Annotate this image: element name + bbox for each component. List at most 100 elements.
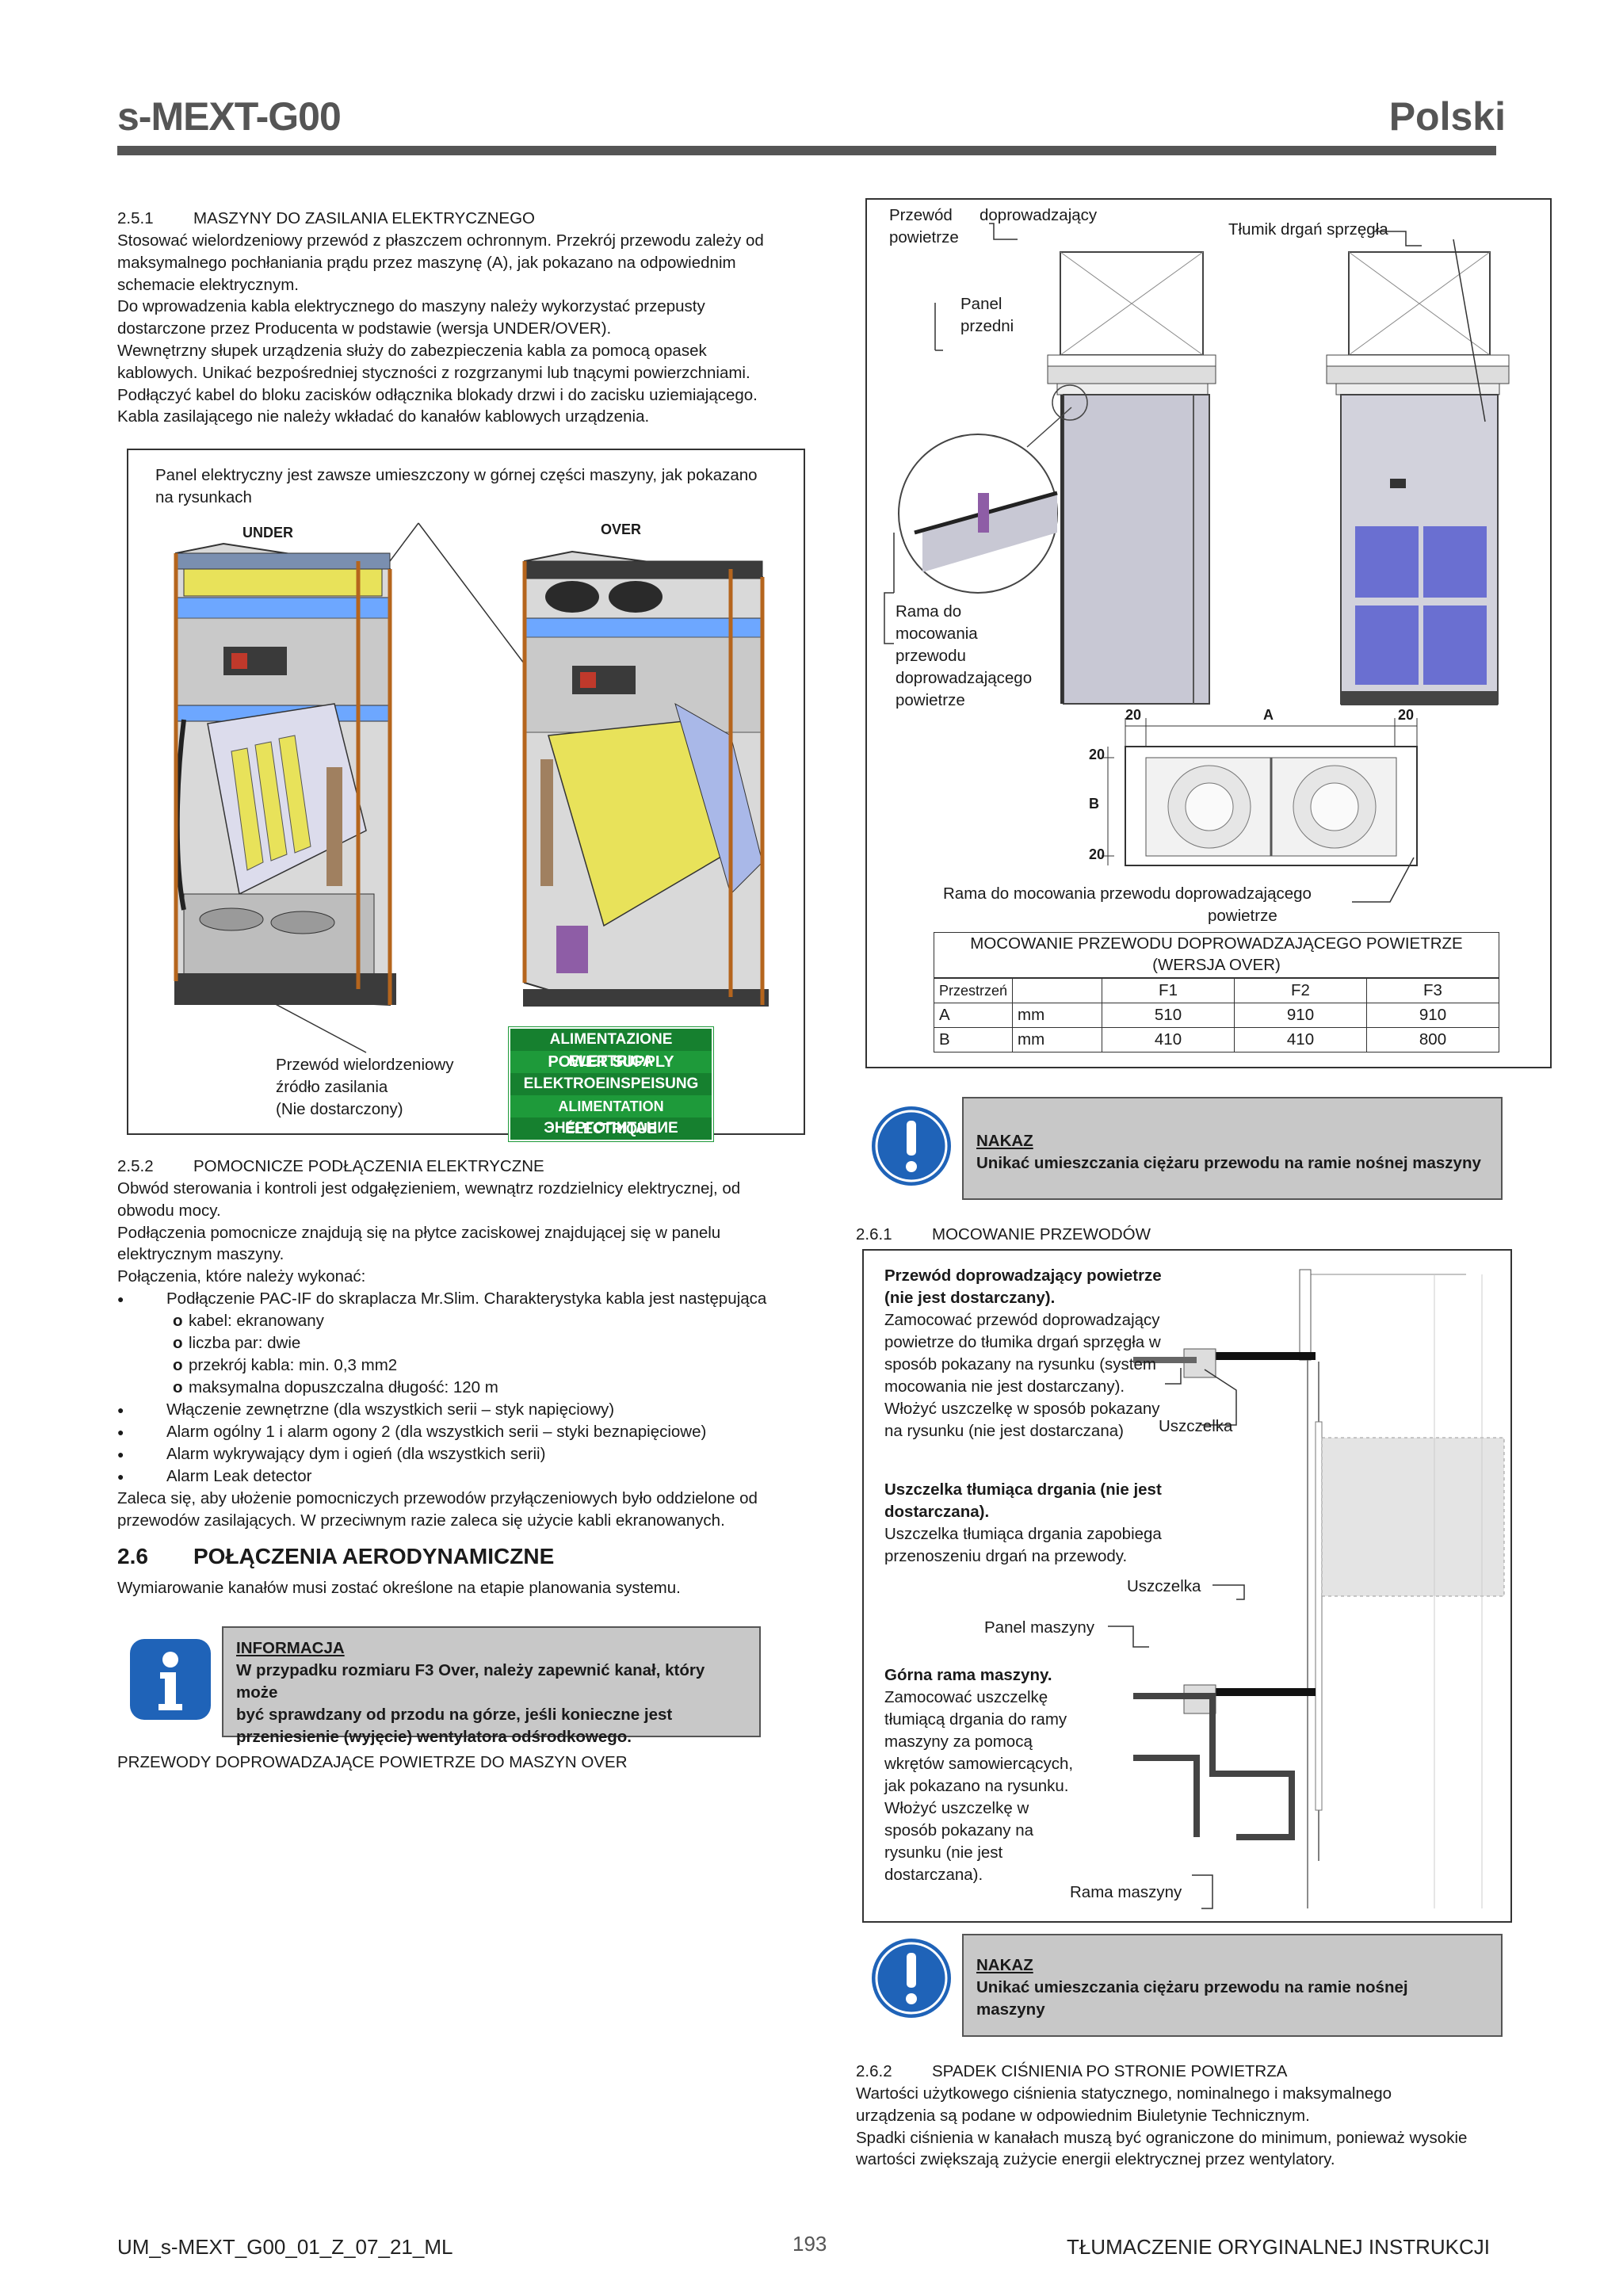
list-item: Alarm wykrywający dym i ogień (dla wszys…	[117, 1443, 799, 1465]
paragraph-line: przewodów zasilających. W przeciwnym raz…	[117, 1511, 725, 1530]
table-cell: F1	[1102, 978, 1235, 1003]
machine-panel-label: Panel maszyny	[984, 1618, 1095, 1637]
footer-translation-note: TŁUMACZENIE ORYGINALNEJ INSTRUKCJI	[1066, 2235, 1490, 2259]
block-text: Zamocować uszczelkę	[884, 1688, 1048, 1706]
table-cell: 910	[1366, 1003, 1499, 1028]
gasket-text-block: Uszczelka tłumiąca drgania (nie jest dos…	[884, 1479, 1217, 1568]
paragraph-line: Kabla zasilającego nie należy wkładać do…	[117, 407, 650, 426]
over-machine	[522, 550, 769, 1007]
supply-label: ALIMENTATION ÉLECTRIQUE	[558, 1098, 664, 1137]
table-cell	[1012, 978, 1103, 1003]
document-title: s-MEXT-G00	[117, 94, 342, 139]
table-cell: mm	[1012, 1003, 1103, 1028]
duct-label: powietrze	[889, 228, 959, 246]
dim-label: A	[1263, 707, 1274, 723]
block-text: Włożyć uszczelkę w sposób pokazany	[884, 1400, 1160, 1418]
paragraph-line: Podłączyć kabel do bloku zacisków odłącz…	[117, 385, 758, 404]
frame-label: Rama do	[896, 602, 962, 621]
table-cell: F2	[1234, 978, 1367, 1003]
language-label: Polski	[1388, 94, 1506, 139]
header-rule	[117, 146, 1496, 155]
frame-text-block: Górna rama maszyny. Zamocować uszczelkę …	[884, 1664, 1106, 1886]
table-row: B mm 410 410 800	[933, 1027, 1499, 1052]
paragraph-line: Połączenia, które należy wykonać:	[117, 1267, 366, 1286]
block-text: na rysunku (nie jest dostarczana)	[884, 1422, 1124, 1440]
paragraph-line: Spadki ciśnienia w kanałach muszą być og…	[856, 2128, 1468, 2147]
frame-caption: Rama do mocowania przewodu doprowadzając…	[943, 884, 1312, 903]
block-text: mocowania nie jest dostarczany).	[884, 1377, 1125, 1396]
supply-label: POWER SUPPLY	[548, 1053, 674, 1071]
paragraph-line: Zaleca się, aby ułożenie pomocniczych pr…	[117, 1488, 758, 1507]
table-cell: B	[933, 1027, 1014, 1052]
frame-caption: powietrze	[1208, 907, 1277, 925]
table-cell: mm	[1012, 1027, 1103, 1052]
figure-caption: Panel elektryczny jest zawsze umieszczon…	[155, 466, 758, 484]
notice-text: maszyny	[976, 2000, 1045, 2019]
dim-label: 20	[1089, 846, 1106, 862]
paragraph-line: wartości zwiększają zużycie energii elek…	[856, 2150, 1335, 2169]
paragraph-line: elektrycznym maszyny.	[117, 1245, 285, 1264]
list-item: Podłączenie PAC-IF do skraplacza Mr.Slim…	[117, 1288, 799, 1310]
panel-label: przedni	[960, 317, 1014, 335]
machine-frame-label: Rama maszyny	[1070, 1883, 1182, 1901]
nakaz-notice: NAKAZ Unikać umieszczania ciężaru przewo…	[962, 1934, 1503, 2037]
gasket-label: Uszczelka	[1127, 1577, 1201, 1595]
block-title: Uszczelka tłumiąca drgania (nie jest	[884, 1480, 1162, 1499]
air-duct-figure: Przewód doprowadzający powietrze Tłumik …	[865, 198, 1552, 1068]
supply-label: ЭНЕРГОПИТАНИЕ	[510, 1117, 712, 1140]
table-row: Przestrzeń F1 F2 F3	[933, 978, 1499, 1003]
block-text: Zamocować przewód doprowadzający	[884, 1311, 1160, 1329]
dim-label: 20	[1125, 707, 1142, 723]
paragraph-line: Do wprowadzenia kabla elektrycznego do m…	[117, 297, 705, 316]
table-cell: A	[933, 1003, 1014, 1028]
supply-label: ELEKTROEINSPEISUNG	[510, 1073, 712, 1095]
paragraph-line: Stosować wielordzeniowy przewód z płaszc…	[117, 231, 764, 250]
figure-caption: na rysunkach	[155, 488, 252, 506]
mandatory-icon	[869, 1935, 954, 2021]
duct-fixing-figure: Przewód doprowadzający powietrze (nie je…	[862, 1249, 1512, 1923]
frame-label: powietrze	[896, 691, 965, 709]
frame-label: przewodu	[896, 647, 966, 665]
info-notice: INFORMACJA W przypadku rozmiaru F3 Over,…	[222, 1626, 761, 1746]
supply-label: ALIMENTAZIONE ELETTRICA	[510, 1029, 712, 1070]
dim-label: 20	[1089, 747, 1106, 762]
info-icon	[127, 1636, 214, 1723]
gasket-label: Uszczelka	[1159, 1417, 1233, 1435]
paragraph-line: obwodu mocy.	[117, 1201, 221, 1220]
duct-illustration	[884, 223, 1510, 903]
cable-label: (Nie dostarczony)	[276, 1100, 403, 1118]
table-cell: 410	[1102, 1027, 1235, 1052]
panel-label: Panel	[960, 295, 1002, 313]
table-cell: 910	[1234, 1003, 1367, 1028]
notice-title: NAKAZ	[976, 1956, 1033, 1974]
machines-illustration	[174, 522, 769, 1053]
block-text: rysunku (nie jest	[884, 1843, 1003, 1862]
cable-label: Przewód wielordzeniowy	[276, 1056, 454, 1074]
block-text: przenoszeniu drgań na przewody.	[884, 1547, 1128, 1565]
frame-label: doprowadzającego	[896, 669, 1033, 687]
table-cell: Przestrzeń	[933, 978, 1014, 1003]
damper-label: Tłumik drgań sprzęgła	[1228, 220, 1388, 239]
block-text: Uszczelka tłumiąca drgania zapobiega	[884, 1525, 1162, 1543]
nakaz-notice: NAKAZ Unikać umieszczania ciężaru przewo…	[962, 1097, 1503, 1200]
paragraph-line: Podłączenia pomocnicze znajdują się na p…	[117, 1223, 721, 1242]
duct-text-block: Przewód doprowadzający powietrze (nie je…	[884, 1265, 1201, 1442]
cable-specs-list: kabel: ekranowany liczba par: dwie przek…	[117, 1310, 799, 1399]
ducts-title: PRZEWODY DOPROWADZAJĄCE POWIETRZE DO MAS…	[117, 1753, 628, 1771]
mounting-table: Przestrzeń F1 F2 F3 A mm 510 910 910 B m…	[933, 978, 1499, 1052]
paragraph-line: kablowych. Unikać bezpośredniej stycznoś…	[117, 363, 750, 382]
paragraph-line: maksymalnego pochłaniania prądu przez ma…	[117, 253, 736, 272]
paragraph-line: schemacie elektrycznym.	[117, 275, 299, 294]
block-title: (nie jest dostarczany).	[884, 1289, 1056, 1307]
table-cell: F3	[1366, 978, 1499, 1003]
block-text: sposób pokazany na rysunku (system	[884, 1355, 1156, 1373]
electrical-panel-figure: Panel elektryczny jest zawsze umieszczon…	[127, 449, 805, 1142]
footer-doc-code: UM_s-MEXT_G00_01_Z_07_21_ML	[117, 2235, 453, 2259]
paragraph-line: Wymiarowanie kanałów musi zostać określo…	[117, 1579, 681, 1597]
